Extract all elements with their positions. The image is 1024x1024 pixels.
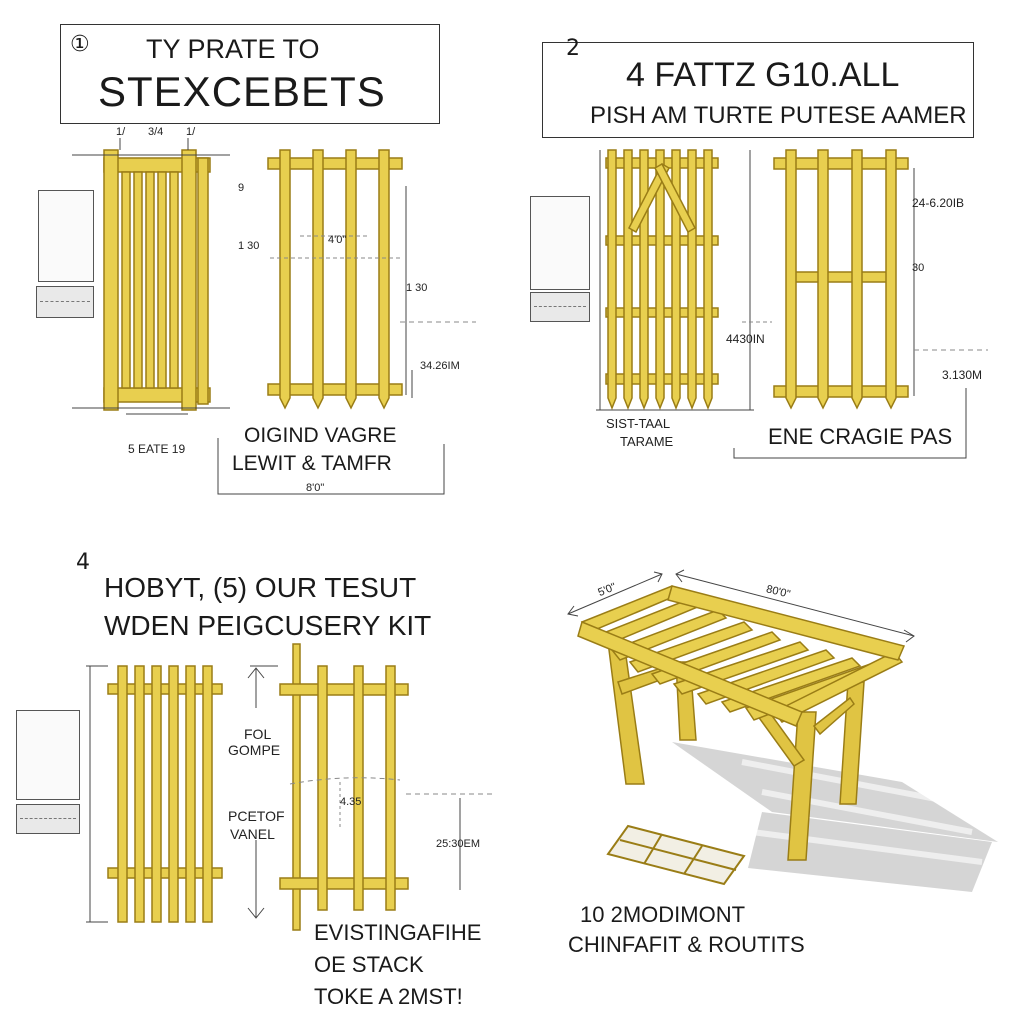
panel-1-dim-1: 1/ bbox=[116, 126, 126, 138]
panel-2-caption: ENE CRAGIE PAS bbox=[768, 424, 953, 449]
panel-1-stacked-boards bbox=[36, 286, 94, 318]
panel-3-label-b-line2: VANEL bbox=[230, 826, 275, 842]
panel-3-title-line1: HOBYT, (5) OUR TESUT bbox=[104, 572, 417, 603]
panel-1-dim-10: 8'0" bbox=[306, 482, 325, 494]
panel-3-dim-2: 25:30EM bbox=[436, 838, 481, 850]
panel-2-dim-1: 24-6.20IB bbox=[912, 196, 965, 210]
panel-1-closed-gate bbox=[103, 149, 211, 411]
panel-2-dim-4: 3.130M bbox=[942, 368, 983, 382]
panel-1-title-line1: TY PRATE TO bbox=[146, 34, 320, 64]
panel-3-pole-frame bbox=[279, 643, 409, 931]
panel-3-number: 4 bbox=[76, 550, 90, 575]
panel-3-kit-plan: 4 HOBYT, (5) OUR TESUT WDEN PEIGCUSERY K… bbox=[0, 512, 512, 1024]
panel-1-caption-line1: OIGIND VAGRE bbox=[244, 424, 397, 447]
panel-1-open-frame bbox=[267, 149, 403, 410]
panel-4-base-plank bbox=[606, 824, 746, 886]
panel-4-caption-line1: 10 2MODIMONT bbox=[580, 902, 746, 927]
panel-2-dim-3: 4430IN bbox=[726, 332, 765, 346]
panel-2-braced-gate bbox=[605, 149, 719, 411]
panel-4-drawing bbox=[567, 569, 998, 892]
panel-2-label-line2: TARAME bbox=[620, 434, 674, 449]
panel-1-dim-9: 5 EATE 19 bbox=[128, 442, 186, 456]
panel-3-title-line2: WDEN PEIGCUSERY KIT bbox=[104, 610, 432, 641]
panel-3-label-a-line2: GOMPE bbox=[228, 742, 281, 758]
panel-2-label-line1: SIST-TAAL bbox=[606, 416, 671, 431]
panel-1-gate-plan: ① TY PRATE TO STEXCEBETS bbox=[0, 0, 512, 512]
panel-4-top-slats bbox=[577, 585, 906, 727]
panel-1-blank-card bbox=[38, 190, 94, 282]
panel-1-dim-5: 1 30 bbox=[238, 240, 260, 252]
panel-1-title-box bbox=[60, 24, 440, 124]
panel-2-railed-frame bbox=[773, 149, 909, 410]
panel-2-frame-plan: 2 4 FATTZ G10.ALL PISH AM TURTE PUTESE A… bbox=[512, 0, 1024, 512]
panel-1-dim-3: 1/ bbox=[186, 126, 196, 138]
panel-2-title-line1: 4 FATTZ G10.ALL bbox=[626, 56, 900, 94]
panel-1-dim-8: 34.26IM bbox=[420, 360, 460, 372]
panel-3-label-a-line1: FOL bbox=[244, 726, 272, 742]
panel-1-drawing bbox=[72, 138, 476, 495]
panel-3-blank-card bbox=[16, 710, 80, 800]
panel-3-caption-line1: EVISTINGAFIHE bbox=[314, 920, 482, 945]
panel-3-dim-1: 4.35 bbox=[340, 796, 362, 808]
panel-3-label-b-line1: PCETOF bbox=[228, 808, 285, 824]
panel-3-caption-line2: OE STACK bbox=[314, 952, 424, 977]
panel-2-number: 2 bbox=[566, 36, 580, 61]
panel-4-pergola-3d: 5'0" 80'0" 10 2MODIMONT CHINFAFIT & ROUT… bbox=[512, 512, 1024, 1024]
panel-1-caption-line2: LEWIT & TAMFR bbox=[232, 452, 392, 475]
panel-1-title-line2: STEXCEBETS bbox=[98, 68, 386, 115]
panel-2-drawing bbox=[596, 149, 988, 459]
panel-1-dim-7: 1 30 bbox=[406, 282, 428, 294]
panel-2-dim-2: 30 bbox=[912, 262, 925, 274]
panel-2-title-box bbox=[542, 42, 974, 138]
panel-3-slat-panel bbox=[107, 665, 223, 923]
panel-3-drawing bbox=[86, 643, 492, 931]
panel-1-dim-6: 4'0" bbox=[328, 234, 347, 246]
panel-2-stacked-boards bbox=[530, 292, 590, 322]
panel-3-stacked-boards bbox=[16, 804, 80, 834]
panel-1-dim-2: 3/4 bbox=[148, 126, 164, 138]
panel-2-title-line2: PISH AM TURTE PUTESE AAMER bbox=[590, 102, 967, 129]
panel-1-number: ① bbox=[70, 32, 90, 57]
panel-1-dim-4: 9 bbox=[238, 182, 245, 194]
panel-2-blank-card bbox=[530, 196, 590, 290]
panel-4-caption-line2: CHINFAFIT & ROUTITS bbox=[568, 932, 805, 957]
panel-4-legs bbox=[607, 641, 865, 861]
panel-3-caption-line3: TOKE A 2MST! bbox=[314, 984, 463, 1009]
